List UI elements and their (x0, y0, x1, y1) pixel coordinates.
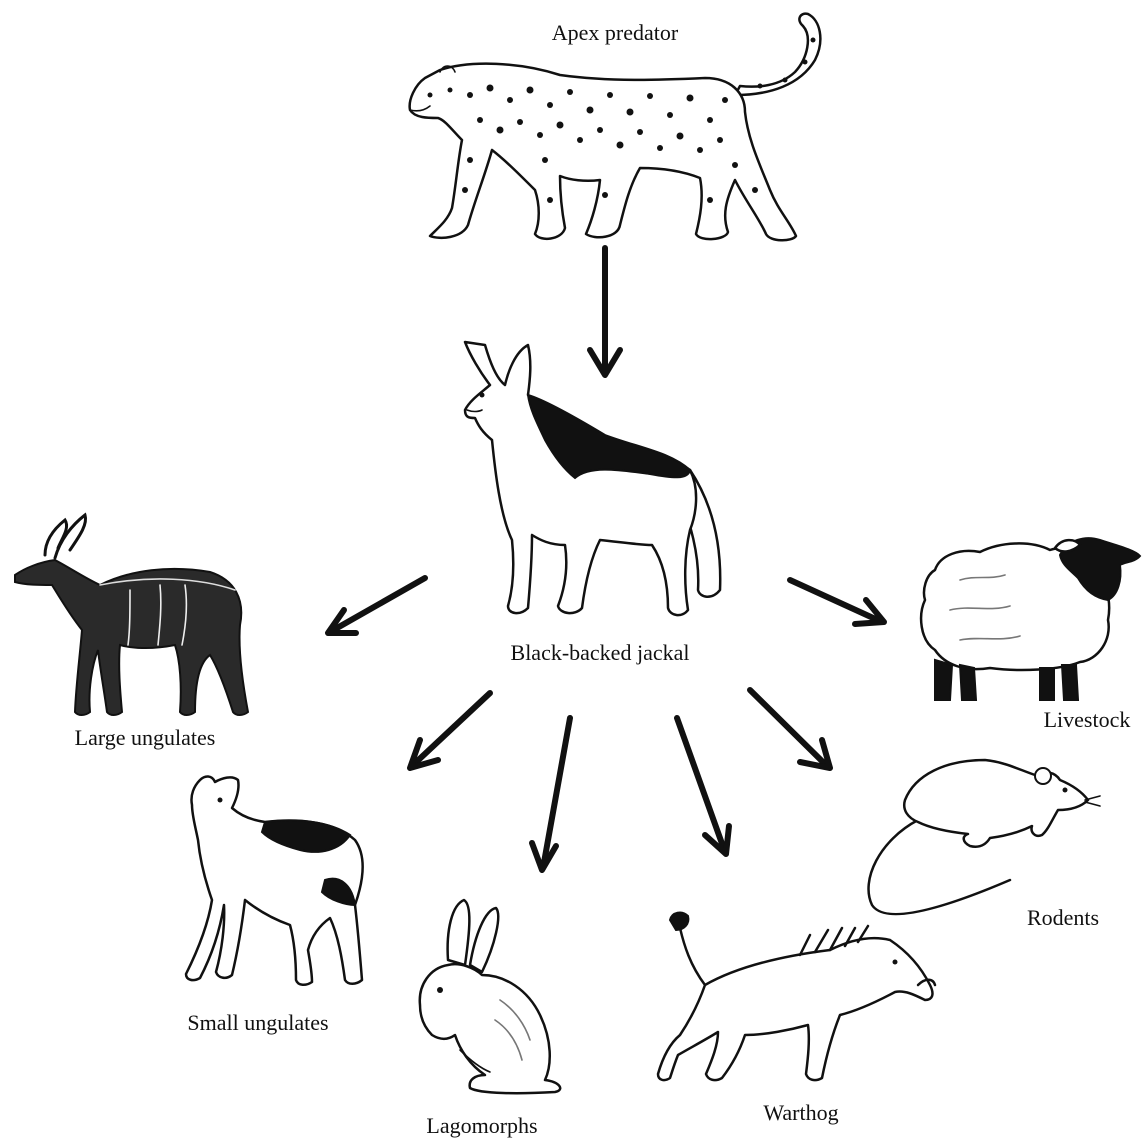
leopard-icon (410, 14, 821, 241)
arrow-jackal-to-warthog (677, 718, 729, 854)
sheep-icon (921, 538, 1140, 700)
rodents-label: Rodents (1027, 905, 1099, 930)
warthog-icon (658, 913, 935, 1081)
nyala-icon (15, 515, 248, 715)
duiker-icon (186, 776, 363, 984)
arrow-jackal-to-small-ungulates (410, 693, 490, 768)
livestock-label: Livestock (1044, 707, 1131, 732)
small-ungulates-label: Small ungulates (187, 1010, 328, 1035)
arrow-jackal-to-rodents (750, 690, 830, 768)
warthog-label: Warthog (763, 1100, 838, 1125)
arrow-apex-to-jackal (590, 248, 620, 375)
apex-predator-label: Apex predator (552, 20, 679, 45)
rat-icon (869, 760, 1100, 914)
hare-icon (420, 900, 560, 1093)
arrow-jackal-to-large-ungulates (328, 578, 425, 633)
jackal-label: Black-backed jackal (511, 640, 690, 665)
jackal-icon (465, 342, 720, 615)
arrow-jackal-to-lagomorphs (532, 718, 570, 870)
arrow-jackal-to-livestock (790, 580, 884, 624)
large-ungulates-label: Large ungulates (75, 725, 216, 750)
lagomorphs-label: Lagomorphs (426, 1113, 537, 1138)
